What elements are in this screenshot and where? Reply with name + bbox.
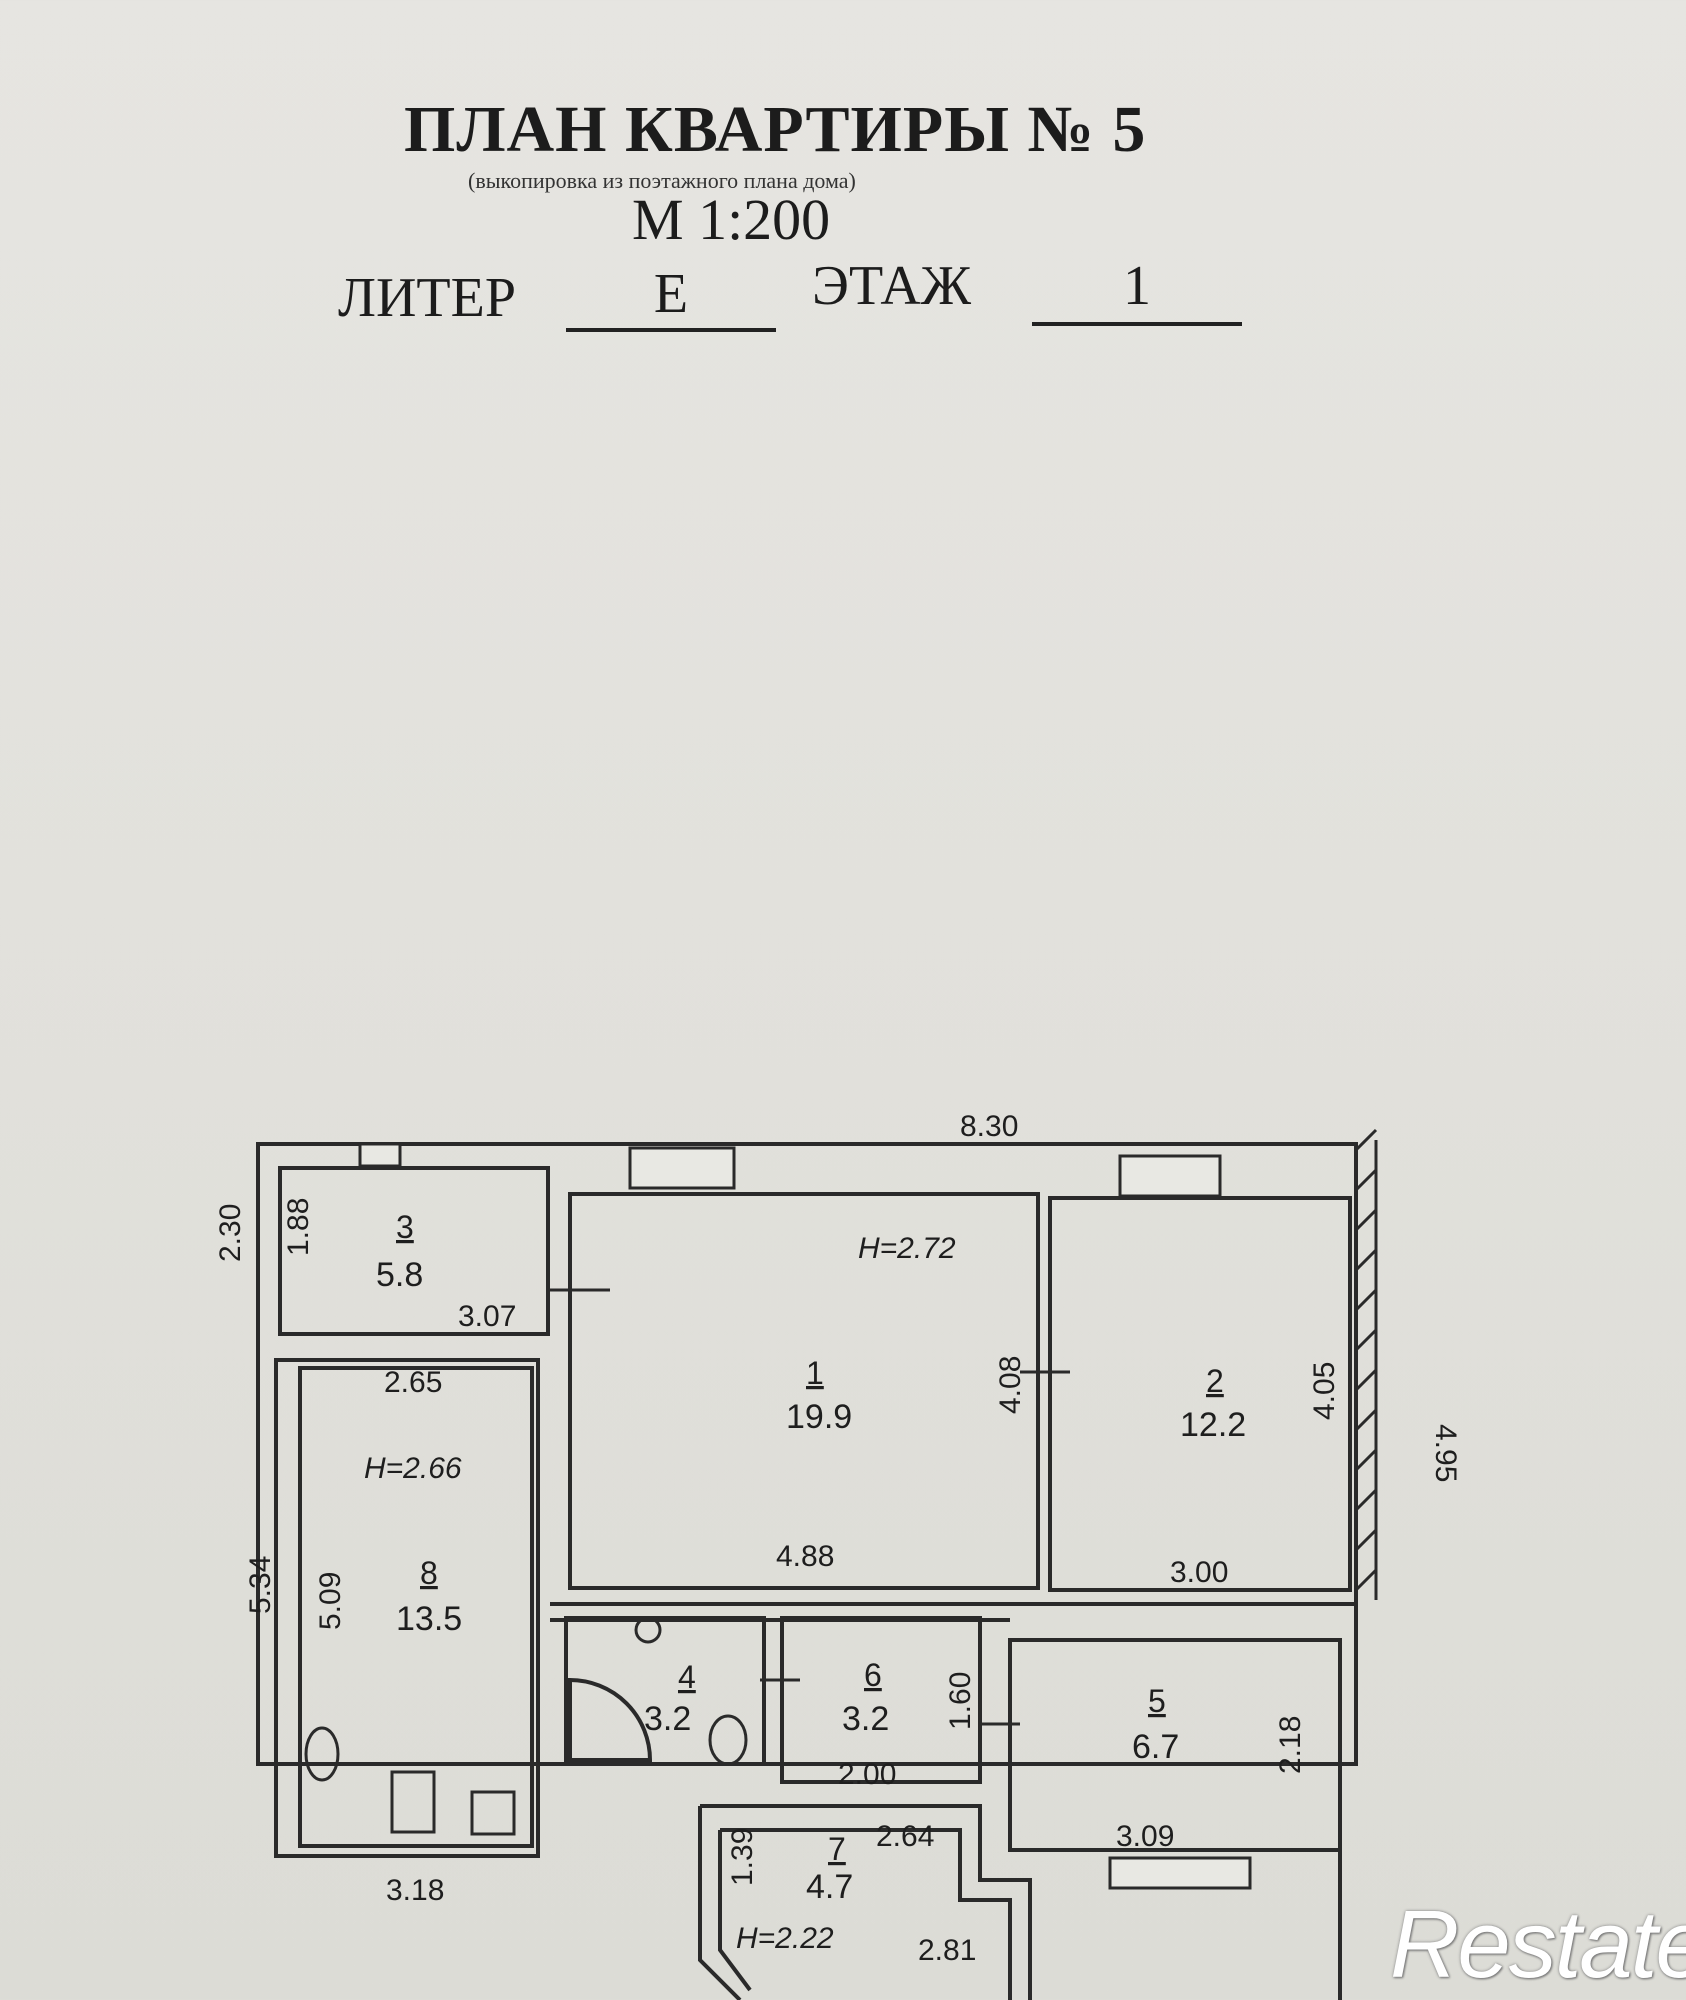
room-1-width: 4.88 [776,1540,834,1573]
room-7-height-dim: 1.39 [726,1828,759,1886]
room-5-width: 3.09 [1116,1820,1174,1853]
floor-label: ЭТАЖ [812,255,972,317]
room-1-height: 4.08 [994,1356,1027,1414]
room-3-width: 3.07 [458,1300,516,1333]
stove-icon [390,1770,436,1834]
door-arc [568,1677,653,1762]
dim-left-height: 5.34 [244,1556,277,1614]
room-6-number: 6 [864,1657,882,1693]
room-2-number: 2 [1206,1363,1224,1399]
room-1-outline [568,1192,1040,1590]
room-3-number: 3 [396,1209,414,1245]
room-7-bottom-width: 2.81 [918,1934,976,1967]
page-subtitle: (выкопировка из поэтажного плана дома) [468,168,856,193]
dim-bottom-left-width: 3.18 [386,1874,444,1907]
dim-overall-width: 8.30 [960,1110,1018,1143]
room-8-area: 13.5 [396,1600,462,1638]
room-5-area: 6.7 [1132,1728,1179,1766]
room-6-area: 3.2 [842,1700,889,1738]
liter-label: ЛИТЕР [338,267,516,329]
room-8-inner [298,1366,534,1848]
toilet-icon [708,1714,748,1766]
floor-value: 1 [1032,254,1242,326]
room-4-number: 4 [678,1659,696,1695]
room-6-width: 2.00 [838,1758,896,1791]
room-7-area: 4.7 [806,1868,853,1906]
room-8-height: 5.09 [314,1572,347,1630]
outer-wall [256,1142,1358,1766]
room-5-number: 5 [1148,1683,1166,1719]
room-5-height: 2.18 [1274,1716,1307,1774]
window-room-5 [1108,1856,1252,1890]
boiler-icon [634,1616,662,1644]
window-room-1 [628,1146,736,1190]
room-3-outline [278,1166,550,1336]
plan-scale: М 1:200 [632,187,831,252]
room-2-area: 12.2 [1180,1406,1246,1444]
room-7-width: 2.64 [876,1820,934,1853]
room-1-area: 19.9 [786,1398,852,1436]
room-8-ceiling: H=2.66 [364,1452,462,1485]
room-7-outline [698,1804,1032,2000]
room-4-area: 3.2 [644,1700,691,1738]
dim-right-height: 4.95 [1429,1424,1462,1482]
room-6-height: 1.60 [944,1672,977,1730]
room-7-number: 7 [828,1831,846,1867]
room-2-width: 3.00 [1170,1556,1228,1589]
room-8-number: 8 [420,1555,438,1591]
sink-icon [304,1726,340,1782]
kitchen-sink-icon [470,1790,516,1836]
logo-text: Restate [1390,1891,1686,1998]
room-3-area: 5.8 [376,1256,423,1294]
room-8-width: 2.65 [384,1366,442,1399]
room-2-height: 4.05 [1308,1362,1341,1420]
room-1-number: 1 [806,1355,824,1391]
room-8-outline [274,1358,540,1858]
room-7-ceiling: H=2.22 [736,1922,834,1955]
window-room-3 [358,1142,402,1168]
room-1-ceiling: H=2.72 [858,1232,956,1265]
dim-top-left-height: 2.30 [214,1204,247,1262]
room-2-outline [1048,1196,1352,1592]
room-3-height: 1.88 [282,1198,315,1256]
window-room-2 [1118,1154,1222,1198]
restate-logo: Restate [1390,1890,1686,2000]
liter-value: Е [566,262,776,332]
room-4-outline [564,1616,766,1766]
hatched-wall [1354,1128,1378,1600]
room-7-inner [718,1828,1012,2000]
page-title: ПЛАН КВАРТИРЫ № 5 [404,93,1147,166]
